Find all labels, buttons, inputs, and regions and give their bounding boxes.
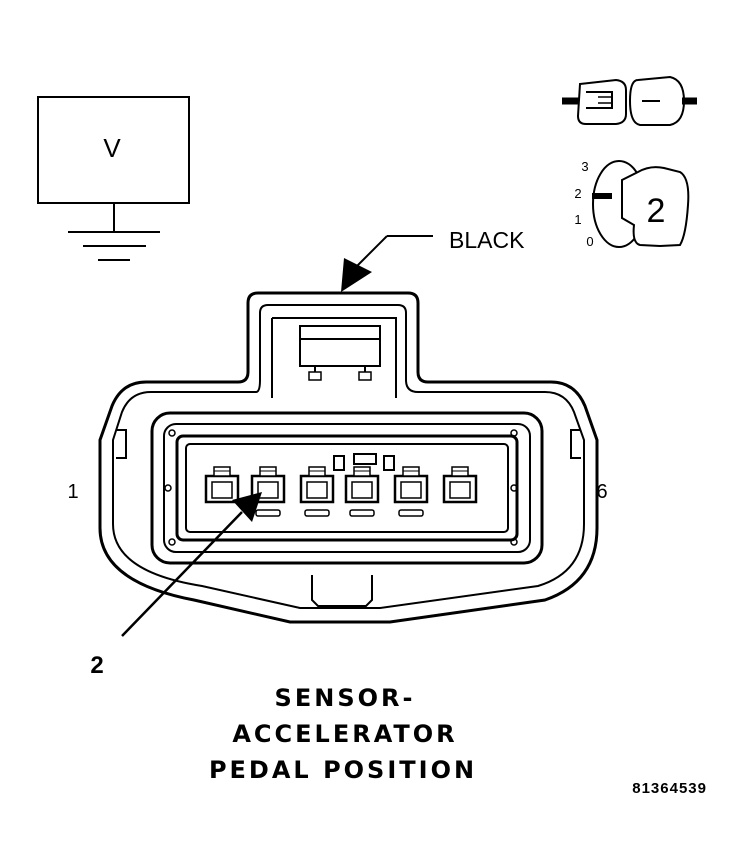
callout-2-arrowhead bbox=[232, 492, 262, 522]
connector-inner-shell bbox=[112, 304, 585, 609]
terminal-cavities bbox=[204, 466, 478, 517]
connector-face-mid bbox=[163, 423, 531, 553]
terminal-cavity-4 bbox=[344, 466, 380, 517]
pin-label-1: 1 bbox=[67, 481, 78, 503]
gauge-scale-3: 3 bbox=[581, 159, 588, 174]
terminal-cavity-6 bbox=[442, 466, 478, 504]
terminal-cavity-1 bbox=[204, 466, 240, 504]
mount-hole bbox=[510, 538, 518, 546]
connector-lock-tab bbox=[272, 317, 397, 398]
polarizing-key bbox=[353, 453, 377, 465]
mount-hole bbox=[168, 429, 176, 437]
callout-2-leader bbox=[121, 511, 243, 637]
gauge-scale-1: 1 bbox=[574, 212, 581, 227]
gauge-scale-0: 0 bbox=[586, 234, 593, 249]
lock-latch bbox=[299, 325, 381, 367]
connector-outer-shell bbox=[98, 291, 599, 624]
terminal-cavity-3 bbox=[299, 466, 335, 517]
probe-legend: 3 2 1 0 2 bbox=[562, 75, 697, 249]
mount-hole bbox=[168, 538, 176, 546]
diagram-title: SENSOR- ACCELERATOR PEDAL POSITION bbox=[209, 684, 477, 784]
probe-size-gauge: 3 2 1 0 2 bbox=[574, 159, 690, 249]
voltmeter-symbol: V bbox=[37, 96, 190, 261]
terminal-cavity-5 bbox=[393, 466, 429, 517]
wire-color-callout: BLACK bbox=[341, 227, 525, 292]
connector-body bbox=[98, 291, 599, 624]
title-line-2: ACCELERATOR bbox=[232, 720, 457, 748]
probe-tip-icon bbox=[562, 75, 697, 126]
title-line-3: PEDAL POSITION bbox=[209, 756, 477, 784]
mount-hole bbox=[510, 484, 518, 492]
polarizing-key bbox=[383, 455, 395, 471]
title-line-1: SENSOR- bbox=[275, 684, 416, 712]
gauge-size-label: 2 bbox=[647, 192, 666, 230]
connector-face-outer bbox=[150, 411, 544, 565]
callout-2-number: 2 bbox=[90, 652, 103, 679]
figure-id: 81364539 bbox=[632, 780, 707, 797]
callout-2: 2 bbox=[90, 492, 262, 679]
bottom-key-notch bbox=[311, 575, 373, 607]
wire-color-label: BLACK bbox=[449, 227, 525, 253]
mount-hole bbox=[164, 484, 172, 492]
voltmeter-label: V bbox=[103, 133, 121, 163]
mount-hole bbox=[510, 429, 518, 437]
terminal-cavity-2 bbox=[250, 466, 286, 517]
gauge-scale-2: 2 bbox=[574, 186, 581, 201]
pin-label-6: 6 bbox=[596, 481, 607, 503]
voltmeter-box bbox=[37, 96, 190, 204]
polarizing-key bbox=[333, 455, 345, 471]
wire-color-arrowhead bbox=[341, 258, 372, 292]
